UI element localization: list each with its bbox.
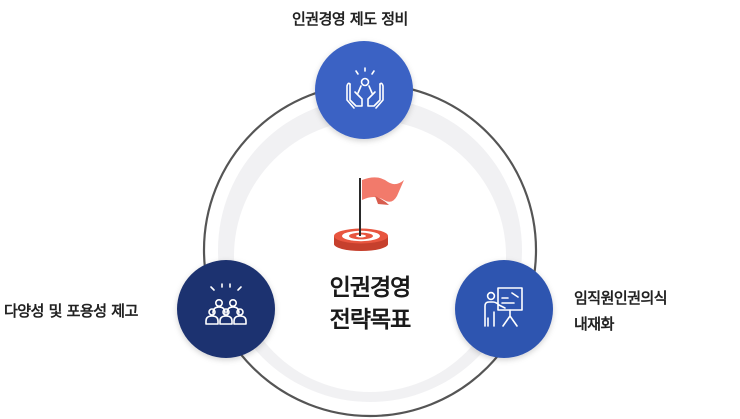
center-title-line2: 전략목표 [329, 307, 412, 333]
presentation-icon [484, 287, 523, 327]
node-right [455, 260, 553, 358]
node-left-label: 다양성 및 포용성 제고 [4, 302, 138, 320]
center-title-line1: 인권경영 [329, 275, 412, 301]
node-right-label-line1: 임직원인권의식 [574, 289, 668, 307]
people-group-icon [205, 283, 247, 325]
center-disc [234, 120, 506, 392]
hands-heart-icon [346, 67, 384, 109]
node-top-label: 인권경영 제도 정비 [292, 10, 408, 28]
node-top [315, 41, 413, 139]
node-right-label-line2: 내재화 [574, 315, 614, 333]
flag-target-icon [334, 177, 404, 251]
